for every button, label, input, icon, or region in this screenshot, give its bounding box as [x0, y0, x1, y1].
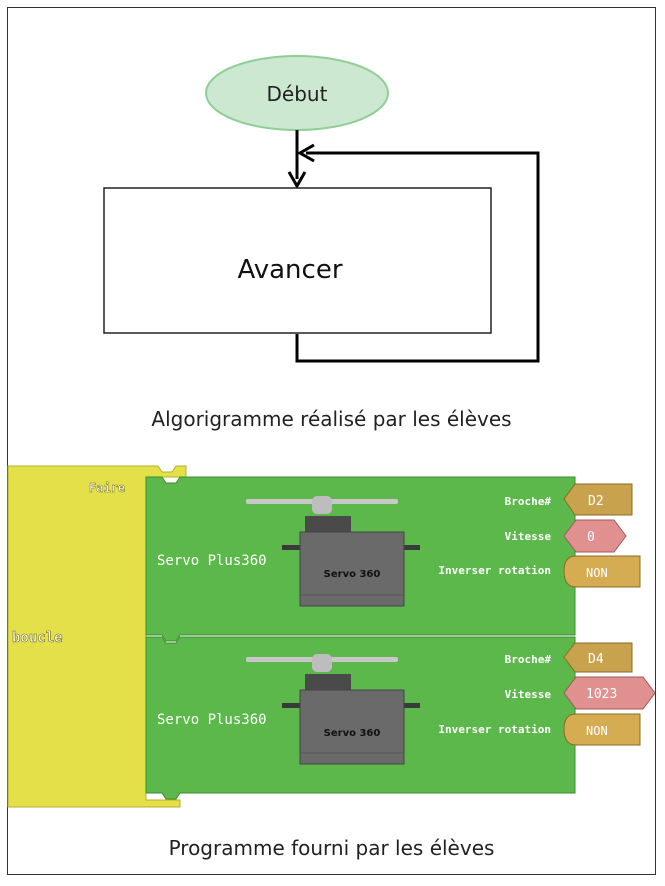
- servo-block-name: Servo Plus360: [157, 553, 267, 569]
- reverse-value[interactable]: NON: [586, 566, 608, 580]
- reverse-label: Inverser rotation: [438, 723, 551, 736]
- reverse-value-block[interactable]: [563, 713, 641, 746]
- speed-label: Vitesse: [505, 530, 552, 543]
- reverse-label: Inverser rotation: [438, 564, 551, 577]
- servo-image: [246, 654, 420, 765]
- pin-value-block[interactable]: [563, 483, 633, 516]
- pin-value-block[interactable]: [563, 642, 633, 673]
- speed-value[interactable]: 1023: [586, 687, 617, 702]
- reverse-value[interactable]: NON: [586, 724, 608, 738]
- program-caption: Programme fourni par les élèves: [168, 836, 495, 860]
- flowchart-caption: Algorigramme réalisé par les élèves: [151, 407, 512, 431]
- speed-value[interactable]: 0: [587, 530, 595, 545]
- pin-value[interactable]: D2: [588, 494, 604, 509]
- start-label: Début: [267, 82, 328, 106]
- reverse-value-block[interactable]: [563, 555, 641, 588]
- speed-value-block[interactable]: [563, 676, 656, 710]
- process-label: Avancer: [237, 255, 342, 285]
- pin-label: Broche#: [505, 653, 552, 666]
- loop-back-arrow: [295, 151, 540, 363]
- servo-image-label: Servo 360: [324, 728, 381, 739]
- speed-value-block[interactable]: [563, 519, 627, 553]
- pin-label: Broche#: [505, 495, 552, 508]
- speed-label: Vitesse: [505, 688, 552, 701]
- arrowhead-left-icon: [296, 143, 315, 163]
- loop-label: boucle: [12, 630, 63, 646]
- arrowhead-down-icon: [287, 171, 307, 190]
- process-node: [103, 187, 492, 334]
- pin-value[interactable]: D4: [588, 652, 604, 667]
- servo-image-label: Servo 360: [324, 569, 381, 580]
- do-label: Faire: [89, 481, 125, 495]
- servo-image: [246, 496, 420, 607]
- servo-block-name: Servo Plus360: [157, 712, 267, 728]
